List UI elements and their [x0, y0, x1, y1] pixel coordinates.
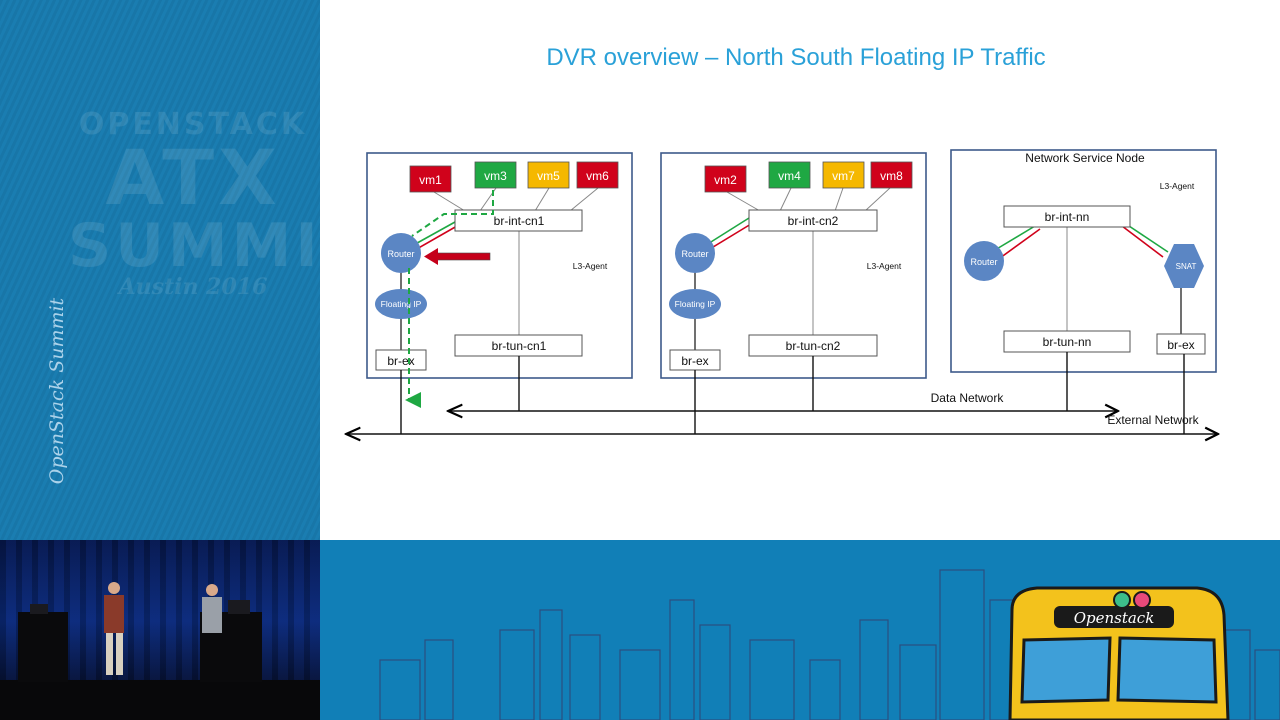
presentation-slide: DVR overview – North South Floating IP T…	[320, 0, 1280, 540]
vm3-label: vm3	[484, 169, 507, 183]
highlight-arrow-shaft	[435, 252, 491, 261]
summit-watermark-logo: OPENSTACK ATX SUMMIT Austin 2016	[68, 107, 320, 300]
router-cn2-node	[675, 233, 715, 273]
vm2-label: vm2	[714, 173, 737, 187]
br-ex-nn-label: br-ex	[1167, 338, 1194, 352]
vm5-box	[527, 161, 570, 189]
bus-openstack-label: Openstack	[1074, 609, 1155, 627]
watermark-openstack: OPENSTACK	[78, 107, 308, 142]
br-ex-nn-box	[1156, 333, 1206, 355]
router-cn2-label: Router	[681, 249, 708, 259]
vm6-box	[576, 161, 619, 189]
vm7-box	[822, 161, 865, 189]
br-int-cn1-box	[454, 209, 583, 232]
speaker-video-feed	[0, 540, 320, 720]
event-footer-band: Openstack	[320, 540, 1280, 720]
watermark-atx: ATX	[105, 133, 281, 222]
vm5-label: vm5	[537, 169, 560, 183]
vm3-box	[474, 161, 517, 189]
br-int-cn2-label: br-int-cn2	[788, 214, 839, 228]
br-int-cn1-label: br-int-cn1	[494, 214, 545, 228]
austin-skyline	[379, 569, 1280, 720]
vm8-box	[870, 161, 913, 189]
watermark-city: Austin 2016	[118, 274, 268, 300]
openstack-summit-side-text: OpenStack Summit	[46, 297, 69, 485]
snat-label: SNAT	[1176, 262, 1197, 271]
vm4-label: vm4	[778, 169, 801, 183]
slide-title: DVR overview – North South Floating IP T…	[546, 44, 1045, 71]
br-int-nn-label: br-int-nn	[1045, 210, 1090, 224]
br-tun-cn1-label: br-tun-cn1	[492, 339, 547, 353]
speakers-silhouette	[18, 582, 262, 682]
floating-ip-cn1-node	[375, 289, 427, 319]
router-cn1-node	[381, 233, 421, 273]
network-service-node: Network Service Node L3-Agent br-int-nn …	[950, 149, 1217, 373]
br-ex-cn2-label: br-ex	[681, 354, 708, 368]
data-network-label: Data Network	[931, 391, 1005, 405]
router-cn1-label: Router	[387, 249, 414, 259]
compute-node-2: vm2 vm4 vm7 vm8 br-int-cn2 br-tun-cn2 br…	[660, 152, 927, 379]
br-tun-cn2-label: br-tun-cn2	[786, 339, 841, 353]
vm7-label: vm7	[832, 169, 855, 183]
router-nn-node	[964, 241, 1004, 281]
l3-agent-cn2-label: L3-Agent	[867, 261, 902, 271]
br-int-cn2-box	[748, 209, 878, 232]
l3-agent-cn1-label: L3-Agent	[573, 261, 608, 271]
vm4-box	[768, 161, 811, 189]
floating-ip-cn2-label: Floating IP	[675, 299, 716, 309]
vm1-box	[409, 165, 452, 193]
network-node-title: Network Service Node	[1025, 151, 1145, 165]
event-background-panel: OPENSTACK ATX SUMMIT Austin 2016 OpenSta…	[0, 0, 320, 540]
vm2-box	[704, 165, 747, 193]
traffic-path-vm-to-router	[411, 190, 494, 237]
vm1-label: vm1	[419, 173, 442, 187]
floating-ip-cn2-node	[669, 289, 721, 319]
vm8-label: vm8	[880, 169, 903, 183]
br-tun-nn-label: br-tun-nn	[1043, 335, 1092, 349]
compute-node-1: vm1 vm3 vm5 vm6 br-int-cn1 br-tun-cn1 br…	[366, 152, 633, 408]
floating-ip-cn1-label: Floating IP	[381, 299, 422, 309]
openstack-bus-graphic: Openstack	[1008, 586, 1230, 720]
snat-node	[1164, 244, 1204, 288]
watermark-summit: SUMMIT	[68, 211, 320, 281]
dvr-diagram: DVR overview – North South Floating IP T…	[320, 44, 1280, 540]
router-nn-label: Router	[970, 257, 997, 267]
highlight-arrow-icon	[424, 248, 438, 265]
external-network-label: External Network	[1107, 413, 1199, 427]
vm6-label: vm6	[586, 169, 609, 183]
br-ex-cn1-label: br-ex	[387, 354, 414, 368]
br-int-nn-box	[1003, 205, 1131, 228]
l3-agent-nn-label: L3-Agent	[1160, 181, 1195, 191]
